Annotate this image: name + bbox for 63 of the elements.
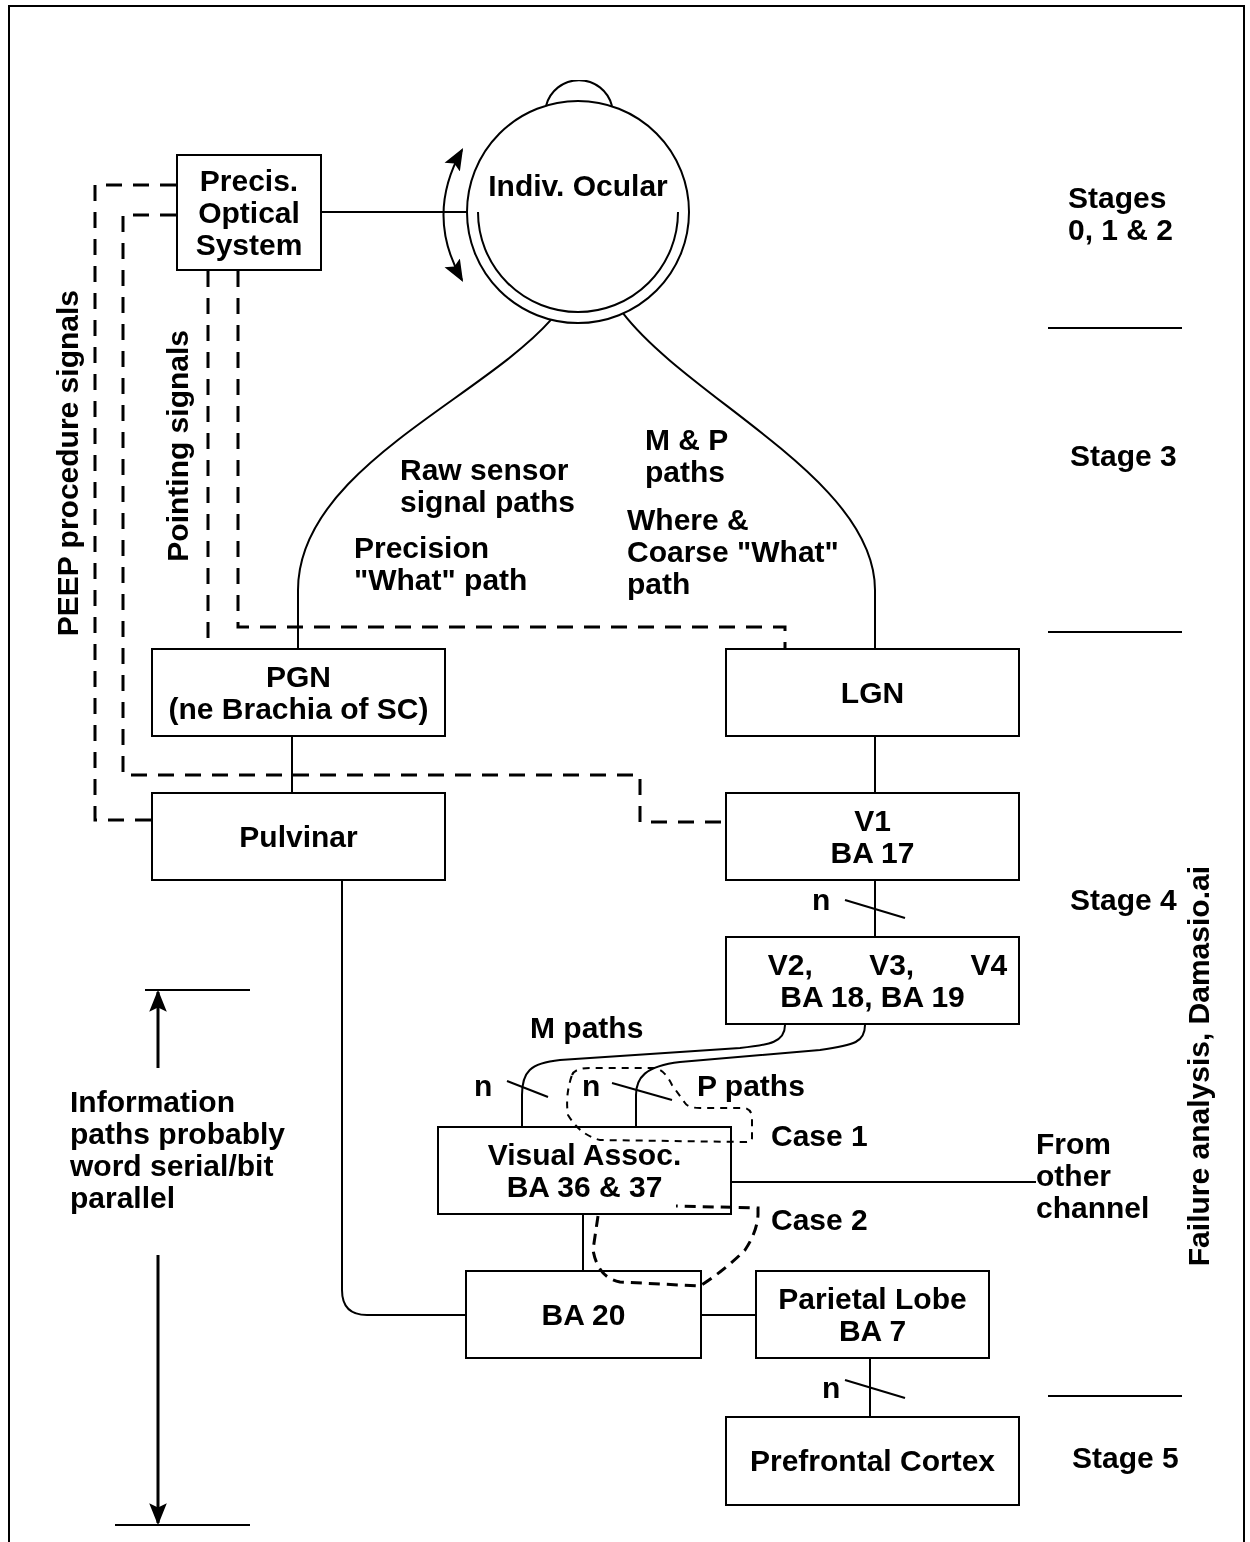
box-label: V2, V3, V4 bbox=[766, 948, 1008, 981]
process-box bbox=[725, 792, 1020, 881]
process-box bbox=[465, 1270, 702, 1359]
bus-width-label: n bbox=[822, 1372, 841, 1404]
caption-text: Failure analysis, Damasio.ai bbox=[1183, 866, 1215, 1267]
path-label: Precision "What" path bbox=[354, 532, 529, 596]
process-box bbox=[755, 1270, 990, 1359]
connector-line bbox=[701, 1314, 756, 1316]
process-box bbox=[725, 936, 1020, 1025]
connector-line bbox=[731, 1181, 1037, 1183]
box-label: PGN bbox=[266, 660, 331, 693]
bus-width-label: n bbox=[582, 1070, 601, 1102]
box-label: Prefrontal Cortex bbox=[749, 1445, 996, 1477]
process-box bbox=[725, 648, 1020, 737]
process-box bbox=[151, 648, 446, 737]
box-label: Visual Assoc. bbox=[487, 1138, 682, 1171]
box-label: BA 36 & 37 bbox=[506, 1170, 663, 1203]
case-label: Case 2 bbox=[771, 1204, 868, 1236]
stage-label: Stage 4 bbox=[1070, 884, 1177, 916]
box-label: V1 bbox=[854, 804, 891, 837]
box-label: BA 17 bbox=[830, 836, 915, 869]
case-label: Case 1 bbox=[771, 1120, 868, 1152]
source-label: From other channel bbox=[1036, 1128, 1151, 1224]
connector-line bbox=[321, 211, 468, 213]
connector-line bbox=[341, 880, 466, 1316]
box-label: BA 20 bbox=[541, 1298, 626, 1331]
box-label: Pulvinar bbox=[239, 820, 358, 853]
box-label: BA 18, BA 19 bbox=[780, 980, 965, 1013]
stage-label: Stages 0, 1 & 2 bbox=[1068, 182, 1175, 246]
connector-line bbox=[582, 1214, 584, 1271]
connector-line bbox=[874, 880, 876, 937]
process-box bbox=[725, 1416, 1020, 1506]
process-box bbox=[176, 154, 322, 271]
eye-label: Indiv. Ocular bbox=[487, 170, 669, 202]
connector-line bbox=[297, 318, 553, 649]
bus-width-label: n bbox=[812, 884, 831, 916]
path-label: P paths bbox=[697, 1070, 805, 1102]
stage-label: Stage 5 bbox=[1072, 1442, 1179, 1474]
process-box bbox=[151, 792, 446, 881]
connector-line bbox=[521, 1024, 786, 1127]
box-label: (ne Brachia of SC) bbox=[168, 692, 429, 725]
bus-width-label: n bbox=[474, 1070, 493, 1102]
path-label: M & P paths bbox=[645, 424, 729, 488]
box-label: BA 7 bbox=[838, 1314, 907, 1347]
dashed-connector bbox=[236, 271, 787, 648]
path-label: Where & Coarse "What" path bbox=[627, 504, 840, 600]
connector-line bbox=[635, 1024, 866, 1127]
box-label: LGN bbox=[840, 676, 905, 709]
process-box bbox=[437, 1126, 732, 1215]
path-label: Raw sensor signal paths bbox=[400, 454, 577, 518]
connector-line bbox=[874, 736, 876, 793]
stage-label: Stage 3 bbox=[1070, 440, 1177, 472]
box-label: Precis. Optical System bbox=[194, 164, 304, 261]
connector-line bbox=[622, 312, 876, 649]
eye-circle bbox=[466, 80, 690, 324]
connector-line bbox=[291, 736, 293, 793]
path-label: M paths bbox=[530, 1012, 644, 1044]
connector-line bbox=[869, 1358, 871, 1417]
signal-label: PEEP procedure signals bbox=[52, 290, 84, 637]
dashed-connector bbox=[93, 183, 176, 822]
annotation-text: Information paths probably word serial/bit parallel bbox=[70, 1086, 287, 1214]
box-label: Parietal Lobe bbox=[778, 1282, 967, 1315]
signal-label: Pointing signals bbox=[162, 330, 194, 562]
